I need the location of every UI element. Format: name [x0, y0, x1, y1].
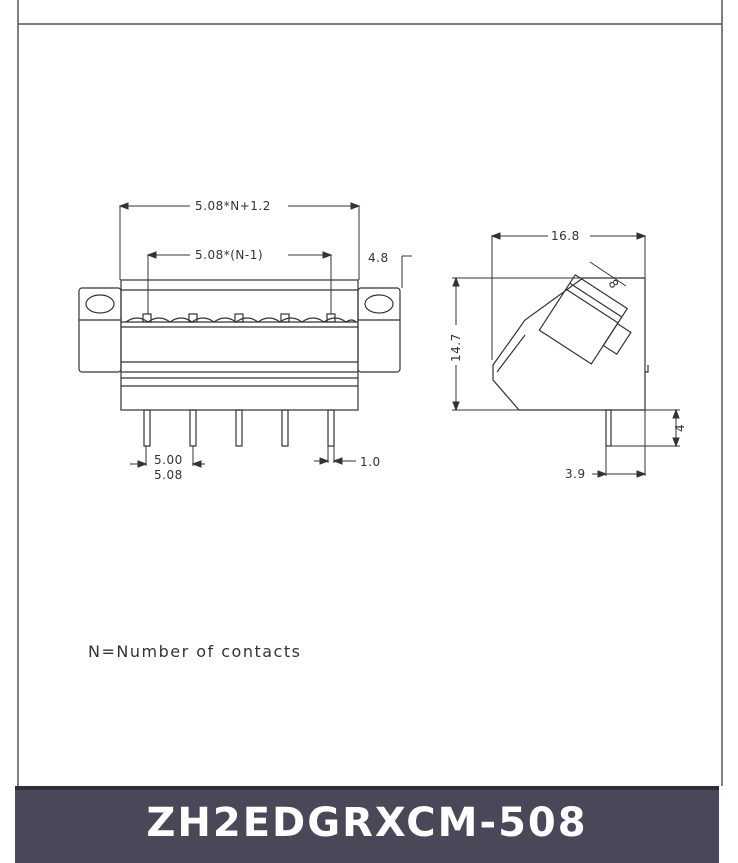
dim-side-depth: 16.8: [551, 229, 580, 243]
dim-pin-width: 1.0: [360, 455, 381, 469]
front-view-drawing: [78, 279, 401, 447]
dim-side-height: 14.7: [449, 333, 463, 362]
product-title: ZH2EDGRXCM-508: [146, 800, 588, 846]
dim-pin-offset: 3.9: [565, 467, 586, 481]
contacts-note: N=Number of contacts: [88, 642, 301, 661]
dim-pin-spacing: 5.00: [154, 453, 183, 467]
dim-flange-offset: 4.8: [368, 251, 389, 265]
side-dimension-lines: [452, 232, 680, 478]
dim-plug-size: 8: [606, 277, 622, 292]
page-frame: [17, 0, 723, 786]
dim-pitch-span: 5.08*(N-1): [195, 248, 263, 262]
dim-pitch: 5.08: [154, 468, 183, 482]
title-banner: ZH2EDGRXCM-508: [15, 786, 719, 863]
dim-overall-width: 5.08*N+1.2: [195, 199, 271, 213]
front-dimension-lines: [118, 202, 412, 468]
side-view-drawing: [492, 273, 649, 447]
dim-pin-length: 4: [673, 424, 687, 432]
